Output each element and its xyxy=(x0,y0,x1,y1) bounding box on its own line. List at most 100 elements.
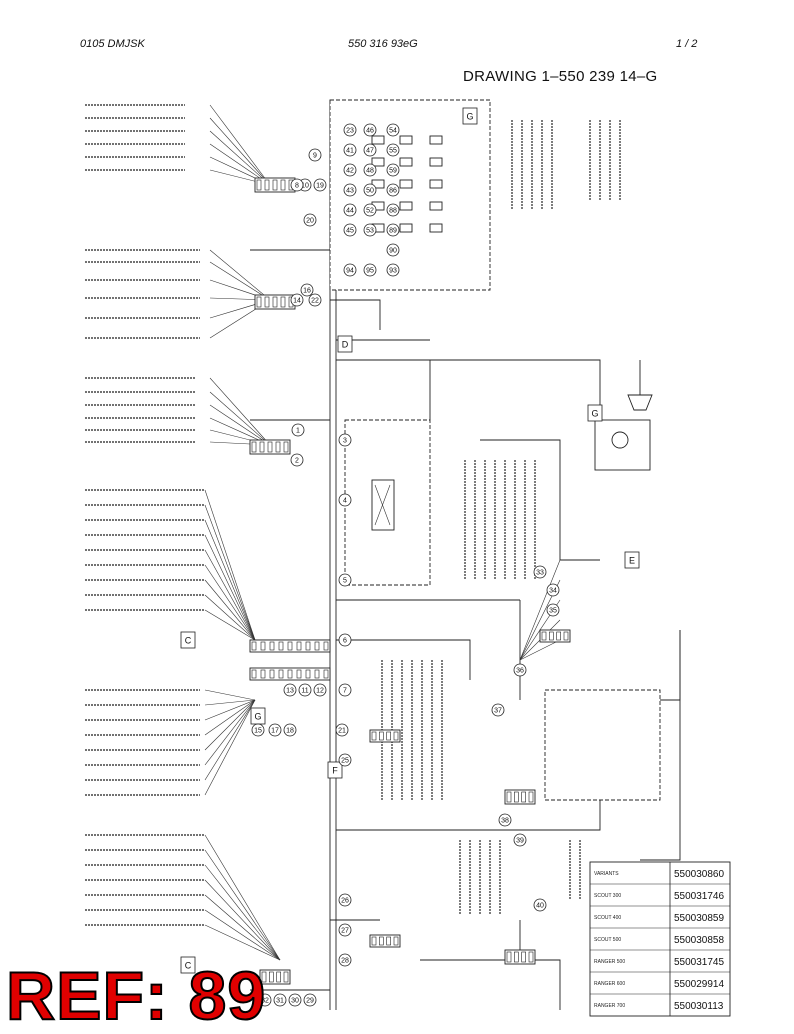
valve-symbol xyxy=(374,484,391,526)
fan-line xyxy=(204,864,281,961)
part-balloon xyxy=(343,123,357,137)
manifold-port xyxy=(251,669,257,679)
part-balloon xyxy=(386,223,400,237)
part-balloon-number: 35 xyxy=(549,607,557,614)
manifold-port xyxy=(371,936,377,946)
clip xyxy=(399,135,413,145)
part-balloon xyxy=(343,183,357,197)
part-balloon xyxy=(313,178,327,192)
manifold-port xyxy=(251,641,257,651)
part-balloon xyxy=(290,178,304,192)
fan-line xyxy=(204,699,256,721)
manifold-port xyxy=(269,971,274,983)
manifold-port xyxy=(269,641,275,651)
part-balloon xyxy=(308,148,322,162)
part-balloon xyxy=(363,163,377,177)
manifold-port xyxy=(264,296,270,308)
clip xyxy=(429,201,443,211)
part-balloon xyxy=(273,993,287,1007)
part-balloon xyxy=(363,223,377,237)
trunk-line xyxy=(330,299,381,330)
manifold-port xyxy=(272,296,278,308)
trunk-line xyxy=(600,630,681,701)
fan-line xyxy=(204,699,256,736)
manifold-port xyxy=(278,669,284,679)
part-balloon-number: 52 xyxy=(366,207,374,214)
fan-line xyxy=(204,699,256,796)
fan-line xyxy=(204,549,256,641)
fan-line xyxy=(204,849,281,961)
part-balloon-number: 43 xyxy=(346,187,354,194)
part-balloon xyxy=(288,993,302,1007)
manifold-port xyxy=(287,669,293,679)
manifold-port xyxy=(251,441,257,453)
manifold-port xyxy=(506,791,512,803)
part-balloon xyxy=(363,263,377,277)
part-balloon-number: 10 xyxy=(301,182,309,189)
fan-line xyxy=(519,639,561,661)
manifold-port xyxy=(296,669,302,679)
part-balloon xyxy=(303,213,317,227)
fan-line xyxy=(204,564,256,641)
part-balloon xyxy=(291,423,305,437)
fan-line xyxy=(204,534,256,641)
clip xyxy=(371,157,385,167)
part-balloon xyxy=(303,993,317,1007)
manifold-port xyxy=(521,951,526,963)
section-label: G xyxy=(591,409,598,419)
fan-line xyxy=(204,519,256,641)
part-balloon-number: 33 xyxy=(536,569,544,576)
clip xyxy=(399,179,413,189)
manifold-port xyxy=(314,641,320,651)
part-balloon xyxy=(251,723,265,737)
fan-line xyxy=(204,909,281,961)
reference-stamp: REF: 89 xyxy=(5,958,267,1034)
part-balloon-number: 27 xyxy=(341,927,349,934)
manifold-port xyxy=(549,631,554,641)
manifold-port xyxy=(272,179,278,191)
part-balloon xyxy=(386,183,400,197)
manifold-port xyxy=(283,441,289,453)
part-balloon xyxy=(546,583,560,597)
fan-line xyxy=(209,261,271,301)
part-balloon xyxy=(533,565,547,579)
variant-part-number: 550031746 xyxy=(674,891,724,902)
part-balloon xyxy=(386,203,400,217)
manifold-port xyxy=(314,669,320,679)
part-balloon-number: 41 xyxy=(346,147,354,154)
trunk-line xyxy=(336,639,471,680)
section-marker xyxy=(462,107,478,125)
fan-line xyxy=(204,689,256,701)
manifold-port xyxy=(528,951,534,963)
part-balloon xyxy=(300,283,314,297)
manifold-block xyxy=(504,949,536,965)
variant-name: RANGER 600 xyxy=(594,981,625,987)
clip xyxy=(371,135,385,145)
part-balloon-number: 7 xyxy=(343,687,347,694)
part-balloon-number: 3 xyxy=(343,437,347,444)
clip xyxy=(399,223,413,233)
part-balloon xyxy=(513,663,527,677)
section-marker xyxy=(327,761,343,779)
manifold-port xyxy=(379,936,384,946)
clip xyxy=(429,135,443,145)
variant-part-number: 550031745 xyxy=(674,957,724,968)
part-balloon xyxy=(338,953,352,967)
part-balloon-number: 4 xyxy=(343,497,347,504)
part-balloon xyxy=(258,993,272,1007)
manifold-port xyxy=(393,936,399,946)
manifold-port xyxy=(386,731,391,741)
fan-line xyxy=(209,249,271,301)
section-label: G xyxy=(466,112,473,122)
manifold-port xyxy=(256,296,262,308)
part-balloon-number: 54 xyxy=(389,127,397,134)
part-balloon xyxy=(343,143,357,157)
part-balloon-number: 53 xyxy=(366,227,374,234)
part-balloon-number: 19 xyxy=(316,182,324,189)
part-balloon xyxy=(343,263,357,277)
manifold-port xyxy=(521,791,526,803)
fan-line xyxy=(204,594,256,641)
section-marker xyxy=(587,404,603,422)
manifold-port xyxy=(514,791,519,803)
part-balloon-number: 15 xyxy=(254,727,262,734)
